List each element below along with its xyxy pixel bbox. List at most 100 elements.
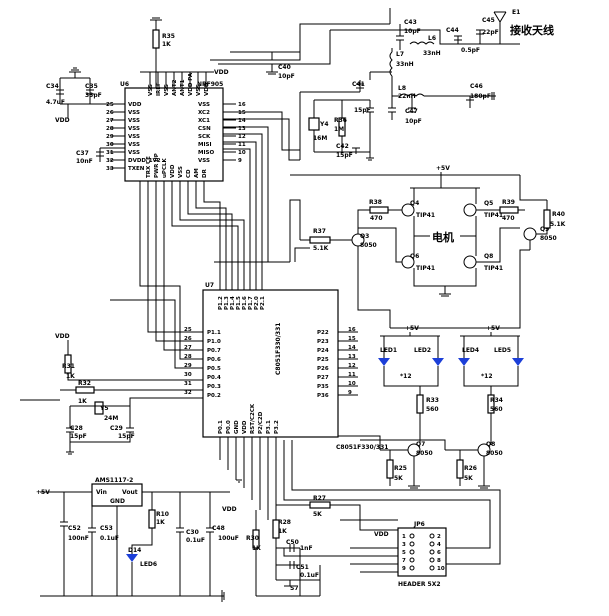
c30-val: 0.1uF bbox=[186, 537, 205, 544]
c34-val: 4.7uF bbox=[46, 99, 65, 106]
u7-pin-label: P2/C2D bbox=[258, 411, 264, 434]
jp6-pin bbox=[409, 557, 415, 563]
c30-ref: C30 bbox=[186, 529, 199, 536]
vdd-net-2: VDD bbox=[214, 69, 229, 76]
q9-ref: Q9 bbox=[540, 226, 549, 233]
u7-pin-number: 13 bbox=[348, 354, 356, 360]
vdd-net-4: VDD bbox=[222, 506, 237, 513]
q3-val: 8050 bbox=[360, 242, 377, 249]
u6-part: NRF905 bbox=[197, 81, 223, 88]
y4-val: 16M bbox=[313, 135, 327, 142]
r10-ref: R10 bbox=[156, 511, 169, 518]
l8-val: 22nH bbox=[398, 93, 416, 100]
jp6-pin bbox=[409, 565, 415, 571]
r35-val: 1K bbox=[162, 41, 171, 48]
u7-pin-number: 25 bbox=[184, 327, 192, 333]
l7-ref: L7 bbox=[396, 51, 404, 58]
u7-pin-label: P0.6 bbox=[207, 357, 221, 363]
c48-val: 100uF bbox=[218, 535, 239, 542]
u7-pin-label: P35 bbox=[317, 384, 329, 390]
r27-ref: R27 bbox=[313, 495, 326, 502]
u6-pin-label: TXEN bbox=[128, 166, 145, 172]
r40-val: 5.1K bbox=[550, 221, 566, 228]
r32-ref: R32 bbox=[78, 380, 91, 387]
r25-val: 5K bbox=[394, 475, 403, 482]
r33-resistor bbox=[416, 394, 424, 414]
y4-crystal bbox=[308, 117, 320, 131]
u6-pin-number: 26 bbox=[106, 110, 114, 116]
c41-val: 15pF bbox=[354, 107, 371, 114]
led6-ref: D14 bbox=[128, 547, 141, 554]
q9-transistor bbox=[523, 227, 537, 241]
r36-val: 1M bbox=[334, 126, 344, 133]
u6-pin-number: 10 bbox=[238, 150, 246, 156]
u7-pin-number: 29 bbox=[184, 363, 192, 369]
jp6-pin-number: 3 bbox=[402, 542, 406, 548]
y5-val: 24M bbox=[104, 415, 118, 422]
r34-ref: R34 bbox=[490, 397, 503, 404]
jp6-pin-number: 8 bbox=[437, 558, 441, 564]
u7-pin-label: P1.0 bbox=[207, 339, 221, 345]
u6-pin-label: uPCLK bbox=[162, 158, 168, 178]
c52-ref: C52 bbox=[68, 525, 81, 532]
u7-pin-label: P36 bbox=[317, 393, 329, 399]
u7-footer: C8051F330/331 bbox=[336, 444, 388, 451]
q8-val: TIP41 bbox=[484, 265, 503, 272]
led1-ref: LED1 bbox=[380, 347, 397, 354]
r25-ref: R25 bbox=[394, 465, 407, 472]
u7-pin-label: P2.1 bbox=[260, 296, 266, 310]
jp6-pin bbox=[409, 541, 415, 547]
u6-pin-label: MISO bbox=[198, 150, 214, 156]
c28-ref: C28 bbox=[70, 425, 83, 432]
r10-val: 1K bbox=[156, 519, 165, 526]
reg-vout: Vout bbox=[122, 489, 138, 496]
u7-part: C8051F330/331 bbox=[275, 323, 282, 375]
r32-val: 1K bbox=[78, 398, 87, 405]
u7-pin-label: RST/C2CK bbox=[250, 403, 256, 434]
jp6-pin-number: 1 bbox=[402, 534, 406, 540]
u6-pin-label: CSN bbox=[198, 126, 211, 132]
c29-val: 15pF bbox=[118, 433, 135, 440]
u6-pin-number: 15 bbox=[238, 110, 246, 116]
u6-pin-label: SCK bbox=[198, 134, 211, 140]
c53-val: 0.1uF bbox=[100, 535, 119, 542]
u7-pin-label: P0.1 bbox=[218, 420, 224, 434]
u6-pin-label: DVDD_1V2 bbox=[128, 158, 161, 164]
v5-net-3: +5V bbox=[486, 325, 500, 332]
led6-val: LED6 bbox=[140, 561, 157, 568]
u6-pin-label: VSS bbox=[128, 150, 140, 156]
jp6-pin bbox=[429, 541, 435, 547]
jp6-part: HEADER 5X2 bbox=[398, 581, 441, 588]
u6-pin-label: XC1 bbox=[198, 118, 210, 124]
r31-ref: R31 bbox=[62, 363, 75, 370]
u7-pin-number: 28 bbox=[184, 354, 192, 360]
r31-val: 1K bbox=[66, 373, 75, 380]
c35-val: 33pF bbox=[85, 92, 102, 99]
c50-val: 1nF bbox=[300, 545, 313, 552]
c50-ref: C50 bbox=[286, 539, 299, 546]
u6-nrf905-chip: U6 NRF905 VDD25VSS26VSS27VSS28VSS29VSS30… bbox=[106, 72, 246, 182]
u7-pin-label: P24 bbox=[317, 348, 329, 354]
jp6-pin-number: 7 bbox=[402, 558, 406, 564]
jp6-pin-number: 6 bbox=[437, 550, 441, 556]
r35-resistor bbox=[152, 29, 160, 49]
u6-pin-number: 32 bbox=[106, 158, 114, 164]
jp6-pin bbox=[409, 533, 415, 539]
u6-pin-label: VDD PA bbox=[188, 72, 194, 96]
antenna-ref: E1 bbox=[512, 9, 520, 16]
r40-ref: R40 bbox=[552, 211, 565, 218]
led1-val: LED2 bbox=[414, 347, 431, 354]
q4-ref: Q4 bbox=[410, 200, 419, 207]
u7-pin-label: P1.2 bbox=[218, 296, 224, 310]
jp6-pin bbox=[429, 549, 435, 555]
c45-ref: C45 bbox=[482, 17, 495, 24]
c48-ref: C48 bbox=[212, 525, 225, 532]
u6-pin-label: XC2 bbox=[198, 110, 210, 116]
led-multiplier-1: *12 bbox=[400, 373, 412, 380]
u7-pin-number: 27 bbox=[184, 345, 192, 351]
c47-val: 10pF bbox=[405, 118, 422, 125]
q5-ref: Q5 bbox=[484, 200, 493, 207]
